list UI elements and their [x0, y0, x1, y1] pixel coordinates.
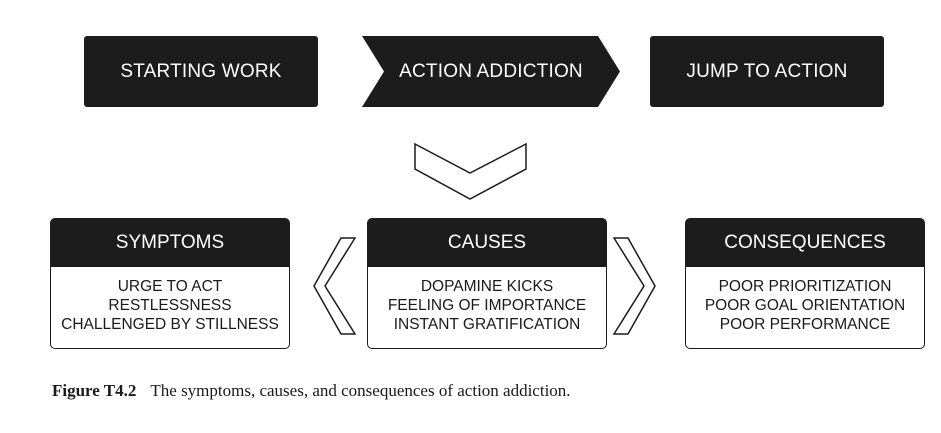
symptoms-card: SYMPTOMS URGE TO ACT RESTLESSNESS CHALLE…: [50, 218, 290, 349]
symptoms-list: URGE TO ACT RESTLESSNESS CHALLENGED BY S…: [51, 267, 289, 334]
causes-item: DOPAMINE KICKS: [420, 278, 554, 295]
down-chevron-arrow-icon: [414, 143, 527, 200]
causes-item: FEELING OF IMPORTANCE: [387, 297, 587, 314]
symptoms-header: SYMPTOMS: [51, 219, 289, 267]
consequences-item: POOR PERFORMANCE: [719, 316, 891, 333]
consequences-card: CONSEQUENCES POOR PRIORITIZATION POOR GO…: [685, 218, 925, 349]
right-chevron-arrow-icon: [612, 237, 656, 335]
jump-to-action-label: JUMP TO ACTION: [686, 60, 848, 82]
action-addiction-label: ACTION ADDICTION: [399, 60, 583, 82]
causes-card: CAUSES DOPAMINE KICKS FEELING OF IMPORTA…: [367, 218, 607, 349]
symptoms-title: SYMPTOMS: [115, 232, 225, 253]
symptoms-item: URGE TO ACT: [117, 278, 223, 295]
symptoms-item: RESTLESSNESS: [108, 297, 232, 314]
jump-to-action-box: JUMP TO ACTION: [650, 36, 884, 107]
figure-caption: Figure T4.2 The symptoms, causes, and con…: [52, 381, 571, 401]
consequences-item: POOR GOAL ORIENTATION: [704, 297, 906, 314]
causes-title: CAUSES: [447, 232, 527, 253]
consequences-header: CONSEQUENCES: [686, 219, 924, 267]
starting-work-label: STARTING WORK: [120, 60, 282, 82]
consequences-title: CONSEQUENCES: [724, 232, 886, 253]
symptoms-item: CHALLENGED BY STILLNESS: [61, 316, 279, 333]
consequences-item: POOR PRIORITIZATION: [718, 278, 892, 295]
causes-list: DOPAMINE KICKS FEELING OF IMPORTANCE INS…: [368, 267, 606, 334]
action-addiction-chevron: [362, 36, 620, 107]
action-addiction-box: ACTION ADDICTION: [362, 36, 620, 107]
figure-caption-text: The symptoms, causes, and consequences o…: [150, 381, 571, 400]
consequences-list: POOR PRIORITIZATION POOR GOAL ORIENTATIO…: [686, 267, 924, 334]
figure-label: Figure T4.2: [52, 381, 137, 400]
causes-header: CAUSES: [368, 219, 606, 267]
starting-work-box: STARTING WORK: [84, 36, 318, 107]
causes-item: INSTANT GRATIFICATION: [393, 316, 581, 333]
left-chevron-arrow-icon: [313, 237, 357, 335]
